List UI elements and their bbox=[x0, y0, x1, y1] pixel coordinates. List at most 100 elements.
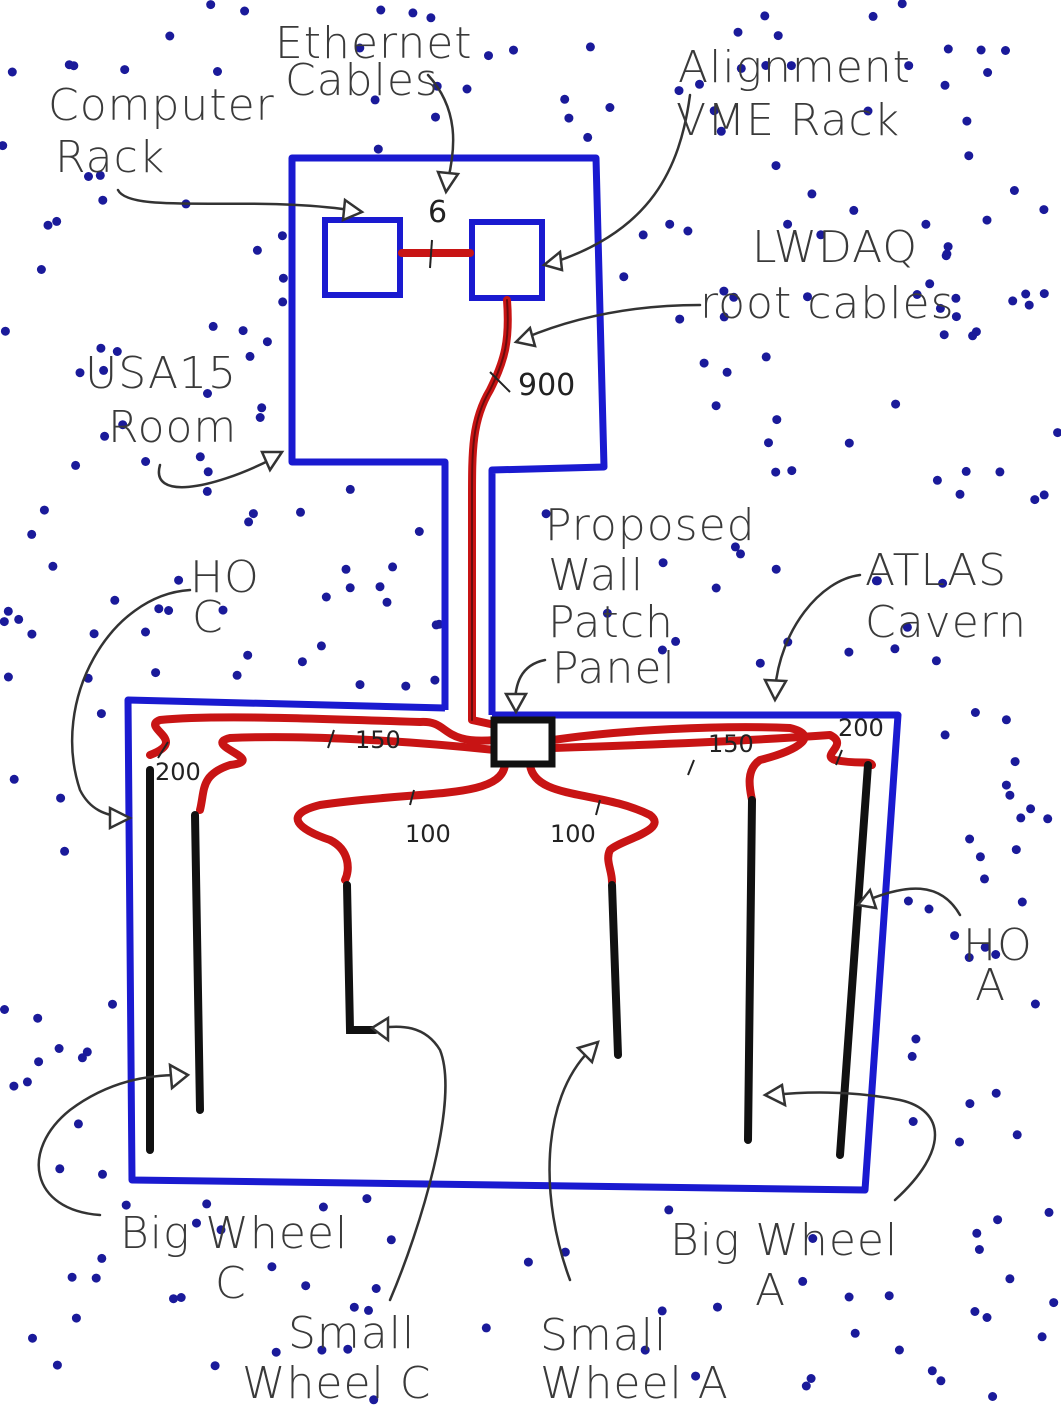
background-dot bbox=[935, 303, 945, 313]
label-ho-c: HO bbox=[190, 552, 260, 603]
background-dot bbox=[56, 793, 66, 803]
label-big-wheel-c: Big Wheel bbox=[120, 1208, 348, 1259]
background-dot bbox=[863, 106, 873, 116]
background-dot bbox=[401, 681, 411, 691]
label-usa15: USA15 bbox=[85, 348, 237, 399]
background-dot bbox=[1001, 780, 1011, 790]
background-dot bbox=[786, 61, 796, 71]
background-dot bbox=[683, 226, 693, 236]
background-dot bbox=[77, 1053, 87, 1063]
cavern-cables bbox=[146, 713, 876, 886]
background-dot bbox=[891, 399, 901, 409]
wall-patch-panel bbox=[490, 716, 556, 768]
label-patch-panel: Wall bbox=[548, 550, 644, 601]
background-dot bbox=[318, 1202, 328, 1212]
background-dot bbox=[619, 272, 629, 282]
background-dot bbox=[991, 950, 1001, 959]
background-dot bbox=[912, 290, 922, 299]
background-dot bbox=[760, 11, 770, 21]
background-dot bbox=[719, 312, 729, 322]
background-dot bbox=[52, 216, 62, 226]
background-dot bbox=[271, 1347, 281, 1357]
background-dot bbox=[921, 219, 931, 229]
background-dot bbox=[364, 1305, 373, 1315]
background-dot bbox=[709, 106, 719, 116]
background-dot bbox=[202, 486, 212, 496]
background-dot bbox=[970, 708, 980, 717]
background-dot bbox=[640, 1345, 650, 1355]
background-dot bbox=[1017, 897, 1027, 907]
background-dot bbox=[296, 507, 305, 517]
background-dot bbox=[1012, 1130, 1022, 1140]
background-dot bbox=[1049, 1298, 1059, 1308]
background-dot bbox=[932, 475, 942, 485]
background-dot bbox=[343, 1344, 353, 1354]
background-dot bbox=[1024, 300, 1034, 310]
background-dot bbox=[262, 337, 272, 347]
background-dot bbox=[764, 438, 773, 448]
background-dot bbox=[481, 1323, 491, 1333]
background-dot bbox=[605, 103, 615, 112]
background-dot bbox=[216, 1225, 226, 1235]
label-computer-rack: Computer bbox=[48, 80, 275, 131]
background-dot bbox=[252, 245, 262, 255]
background-dot bbox=[3, 606, 13, 616]
background-dot bbox=[192, 1218, 201, 1228]
background-dot bbox=[164, 606, 174, 615]
background-dot bbox=[890, 644, 900, 654]
background-dot bbox=[872, 576, 882, 586]
background-dot bbox=[120, 65, 130, 75]
background-dot bbox=[176, 1293, 186, 1302]
background-dot bbox=[321, 592, 331, 602]
label-big-wheel-a: A bbox=[755, 1265, 786, 1316]
background-dot bbox=[39, 505, 49, 515]
background-dot bbox=[675, 314, 685, 324]
background-dot bbox=[951, 293, 961, 303]
background-dot bbox=[787, 466, 797, 476]
background-dot bbox=[97, 1253, 107, 1263]
background-dot bbox=[110, 595, 120, 605]
label-small-wheel-c: Wheel C bbox=[242, 1358, 431, 1408]
background-dot bbox=[976, 45, 986, 55]
background-dot bbox=[927, 1366, 937, 1376]
background-dot bbox=[112, 347, 122, 356]
background-dot bbox=[141, 627, 150, 637]
label-ethernet: Cables bbox=[285, 55, 439, 106]
background-dot bbox=[27, 529, 37, 539]
label-patch-panel: Proposed bbox=[545, 500, 756, 551]
background-dot bbox=[560, 94, 570, 104]
label-lwdaq: root cables bbox=[700, 278, 955, 329]
label-ho-a: A bbox=[975, 960, 1006, 1011]
label-alignment-rack: VME Rack bbox=[676, 95, 900, 146]
background-dot bbox=[657, 645, 667, 655]
background-dot bbox=[174, 575, 184, 585]
background-dot bbox=[902, 622, 912, 632]
background-dot bbox=[484, 51, 493, 61]
background-dot bbox=[716, 126, 726, 136]
background-dot bbox=[962, 116, 972, 126]
background-dot bbox=[849, 205, 859, 215]
background-dot bbox=[695, 79, 704, 89]
background-dot bbox=[165, 31, 175, 41]
background-dot bbox=[69, 61, 79, 71]
background-dot bbox=[376, 5, 386, 15]
count-big-c: 200 bbox=[155, 758, 201, 786]
background-dot bbox=[730, 542, 740, 552]
background-dot bbox=[761, 352, 771, 362]
background-dot bbox=[971, 327, 981, 337]
background-dot bbox=[71, 460, 81, 470]
background-dot bbox=[278, 273, 288, 283]
background-dot bbox=[894, 1345, 904, 1355]
background-dot bbox=[52, 1360, 62, 1370]
background-dot bbox=[382, 597, 392, 607]
background-dot bbox=[541, 509, 551, 519]
background-dot bbox=[801, 1381, 811, 1391]
background-dot bbox=[719, 286, 729, 296]
background-dot bbox=[982, 1313, 992, 1322]
background-dot bbox=[564, 113, 574, 123]
background-dot bbox=[238, 326, 248, 336]
background-dot bbox=[729, 292, 739, 302]
background-dot bbox=[736, 549, 745, 559]
